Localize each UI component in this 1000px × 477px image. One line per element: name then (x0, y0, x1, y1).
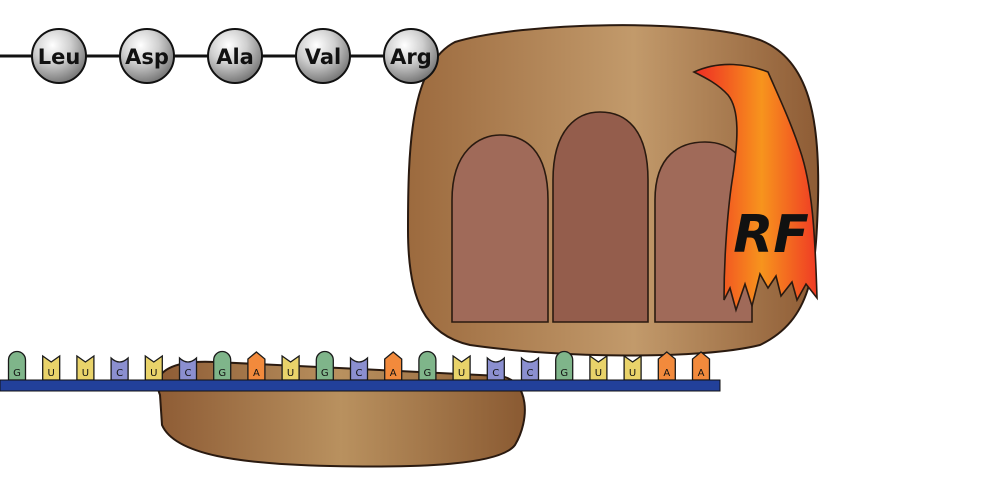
nucleotide-label: A (698, 368, 705, 379)
nucleotide-G (315, 350, 334, 381)
amino-acid-label: Leu (38, 45, 81, 69)
nucleotide-C (520, 356, 540, 381)
amino-acid-label: Asp (125, 45, 169, 69)
e-site (451, 134, 549, 323)
nucleotide-C (178, 356, 198, 381)
p-site (552, 111, 649, 323)
amino-acid-label: Arg (390, 45, 432, 69)
release-factor-label: RF (733, 205, 809, 265)
nucleotide-label: C (492, 368, 499, 379)
amino-acid-label: Val (305, 45, 341, 69)
amino-acid-label: Ala (216, 45, 254, 69)
amino-acid-ala (207, 28, 263, 84)
nucleotide-label: U (458, 368, 465, 379)
nucleotide-G (555, 350, 574, 381)
nucleotide-label: A (390, 368, 397, 379)
peptide-chain: Leu Asp Ala Val Arg (0, 28, 439, 84)
nucleotide-G (7, 350, 27, 381)
nucleotide-label: U (48, 368, 55, 379)
nucleotide-label: C (527, 368, 534, 379)
nucleotide-label: U (629, 368, 636, 379)
nucleotide-C (486, 356, 505, 381)
nucleotide-label: U (287, 368, 294, 379)
release-factor (692, 63, 818, 313)
nucleotide-label: G (560, 368, 568, 379)
nucleotide-label: C (185, 368, 192, 379)
nucleotide-label: U (82, 368, 89, 379)
amino-acid-asp (119, 28, 175, 84)
nucleotide-label: G (424, 368, 432, 379)
nucleotide-label: A (253, 368, 260, 379)
nucleotide-C (110, 356, 129, 381)
amino-acid-arg (383, 28, 439, 84)
nucleotide-label: A (663, 368, 670, 379)
amino-acid-leu (31, 28, 87, 84)
nucleotide-label: U (150, 368, 157, 379)
nucleotide-label: G (13, 368, 21, 379)
nucleotide-label: C (116, 368, 123, 379)
nucleotide-label: C (356, 368, 363, 379)
nucleotide-label: U (595, 368, 602, 379)
nucleotide-label: G (218, 368, 226, 379)
nucleotide-C (349, 356, 369, 381)
amino-acid-val (295, 28, 351, 84)
mrna-backbone (0, 379, 721, 392)
nucleotide-G (213, 350, 232, 381)
nucleotide-G (418, 350, 437, 381)
nucleotide-label: G (321, 368, 329, 379)
